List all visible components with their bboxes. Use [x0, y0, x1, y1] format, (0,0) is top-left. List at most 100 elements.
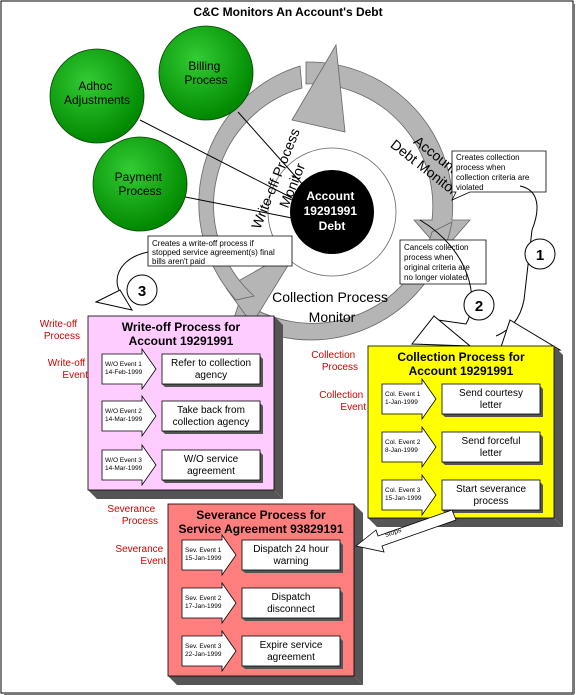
- collection-action-box: [441, 431, 541, 463]
- writeoff-event-tag-line: 14-Mar-1999: [105, 465, 143, 472]
- payment-process-label: Payment Process: [115, 170, 166, 198]
- writeoff-box-depth-bottom: [88, 490, 283, 499]
- collection-action-label-line: Send courtesy: [459, 388, 523, 399]
- collection-box-depth-right: [554, 346, 563, 527]
- severance-action-box: [241, 539, 341, 571]
- collection-event-arrow: [381, 425, 437, 469]
- writeoff-box-title-line: Write-off Process for: [122, 320, 241, 334]
- writeoff-action-label-line: agency: [195, 370, 227, 381]
- arrow-2-path: [419, 219, 473, 325]
- svg-text:3: 3: [138, 283, 146, 300]
- collection-event-tag-line: 15-Jan-1999: [385, 495, 422, 502]
- severance-action-label-line: Dispatch: [272, 592, 311, 603]
- severance-box-depth-right: [354, 504, 363, 685]
- severance-action-label-line: agreement: [267, 652, 315, 663]
- svg-text:1: 1: [536, 247, 544, 264]
- severance-action-label-line: warning: [272, 556, 308, 567]
- step-1-badge: 1: [524, 238, 556, 270]
- arrow-3-path: [116, 251, 149, 293]
- writeoff-action-label-line: Take back from: [177, 405, 245, 416]
- billing-to-account-line: [237, 111, 305, 187]
- arrow-3-head: [94, 289, 134, 311]
- collection-action-box: [441, 383, 541, 415]
- debt-monitor-arrowhead: [291, 43, 346, 133]
- writeoff-event-arrow: [101, 443, 157, 487]
- writeoff-action-box: [161, 353, 261, 385]
- writeoff-action-label-line: collection agency: [173, 417, 250, 428]
- severance-event-tag-line: Sev. Event 2: [185, 595, 222, 602]
- writeoff-event-tag-line: 14-Feb-1999: [105, 369, 143, 376]
- collection-event-tag-line: 1-Jan-1999: [385, 399, 418, 406]
- collection-box-title-line: Collection Process for: [397, 350, 525, 364]
- writeoff-event-tag-line: W/O Event 3: [105, 457, 142, 464]
- severance-action-box: [241, 587, 341, 619]
- writeoff-event-tag-line: 14-Mar-1999: [105, 416, 143, 423]
- svg-text:2: 2: [475, 298, 483, 315]
- writeoff-action-box: [161, 400, 261, 432]
- severance-box-depth-bottom: [168, 676, 363, 685]
- writeoff-process-side-label: Write-off Process: [40, 319, 80, 342]
- cancels-collection-note: Cancels collection process when original…: [399, 239, 487, 285]
- writeoff-action-box: [161, 449, 261, 481]
- collection-event-tag-line: Col. Event 2: [385, 439, 421, 446]
- severance-event-tag-line: Sev. Event 3: [185, 643, 222, 650]
- billing-process-label: Billing Process: [184, 59, 227, 87]
- severance-event-side-label: Severance Event: [115, 544, 166, 567]
- collection-event-tag-line: 8-Jan-1999: [385, 447, 418, 454]
- severance-event-arrow: [181, 581, 237, 625]
- collection-action-label-line: letter: [480, 448, 503, 459]
- severance-action-label-line: Expire service: [260, 640, 323, 651]
- collection-event-side-label: Collection Event: [319, 390, 366, 413]
- svg-text:Creates collection proce: Creates collection process when collecti…: [456, 153, 532, 192]
- adhoc-adjustments-label: Adhoc Adjustments: [64, 79, 130, 107]
- severance-action-label-line: Dispatch 24 hour: [253, 544, 329, 555]
- billing-process-circle: [158, 25, 254, 121]
- collection-action-label-line: process: [473, 496, 508, 507]
- writeoff-event-side-label: Write-off Event: [48, 358, 88, 381]
- severance-event-tag-line: 22-Jan-1999: [185, 651, 222, 658]
- writeoff-monitor-arc: [198, 65, 303, 301]
- writeoff-action-label-line: W/O service: [184, 454, 239, 465]
- collection-event-tag-line: Col. Event 1: [385, 391, 421, 398]
- collection-event-tag-line: Col. Event 3: [385, 487, 421, 494]
- collection-action-label-line: letter: [480, 400, 503, 411]
- writeoff-event-arrow: [101, 347, 157, 391]
- arrow-2-head: [410, 315, 472, 347]
- writeoff-box-title-line: Account 19291991: [129, 334, 234, 348]
- svg-text:Cancels collection proce: Cancels collection process when original…: [404, 243, 472, 282]
- writeoff-event-tag-line: W/O Event 1: [105, 361, 142, 368]
- step-2-badge: 2: [463, 289, 495, 321]
- stops-arrow: stops: [355, 509, 457, 553]
- severance-action-box: [241, 635, 341, 667]
- severance-process-side-label: Severance Process: [107, 504, 158, 527]
- severance-box-title-line: Service Agreement 93829191: [179, 522, 344, 536]
- adhoc-adjustments-circle: [49, 48, 145, 144]
- writeoff-event-tag-line: W/O Event 2: [105, 408, 142, 415]
- severance-event-tag-line: 15-Jan-1999: [185, 555, 222, 562]
- account-debt-core: [290, 170, 374, 254]
- collection-action-label-line: Send forceful: [462, 436, 521, 447]
- severance-event-arrow: [181, 629, 237, 673]
- writeoff-action-label-line: agreement: [187, 466, 235, 477]
- severance-event-tag-line: Sev. Event 1: [185, 547, 222, 554]
